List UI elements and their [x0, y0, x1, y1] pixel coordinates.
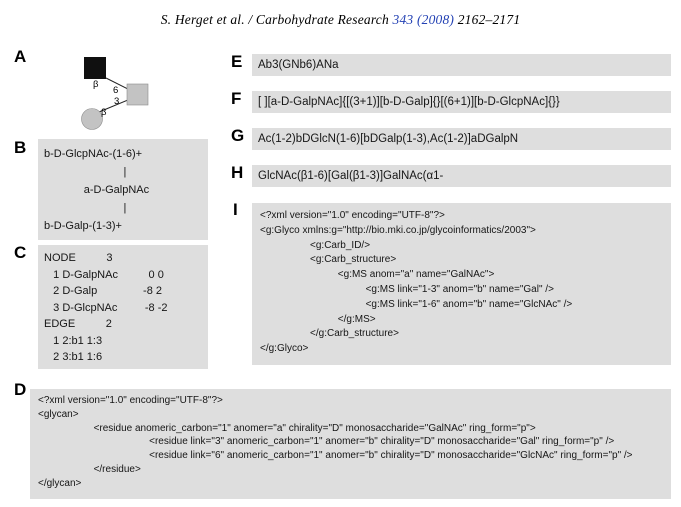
anomer-beta-upper-label: β [93, 79, 99, 90]
panel-h-label: H [231, 163, 244, 182]
linkage-position-3-label: 3 [114, 96, 119, 107]
panel-e-label: E [231, 52, 243, 71]
citation-volume-year-link[interactable]: 343 (2008) [392, 12, 455, 27]
panel-g-bar: Ac(1-2)bDGlcN(1-6)[bDGalp(1-3),Ac(1-2)]a… [252, 128, 671, 150]
anomer-beta-lower-label: β [101, 107, 107, 118]
glycan-symbol-diagram: β 6 3 β [81, 57, 149, 130]
panel-i-xml-box: <?xml version="1.0" encoding="UTF-8"?> <… [252, 203, 671, 365]
panel-f-label: F [231, 89, 242, 108]
black-square-icon [84, 57, 106, 79]
panel-h-bar: GlcNAc(β1-6)[Gal(β1-3)]GalNAc(α1- [252, 165, 671, 187]
panel-f-bar: [ ][a-D-GalpNAc]{[(3+1)][b-D-Galp]{}[(6+… [252, 91, 671, 113]
panel-g-label: G [231, 126, 245, 145]
panel-d-xml-box: <?xml version="1.0" encoding="UTF-8"?> <… [30, 389, 671, 499]
panel-c-text-box: NODE 3 1 D-GalpNAc 0 0 2 D-Galp -8 2 3 D… [38, 245, 208, 369]
citation-pages: 2162–2171 [454, 12, 521, 27]
citation-authors-journal: S. Herget et al. / Carbohydrate Research [160, 12, 393, 27]
gray-square-icon [126, 83, 149, 106]
panel-b-text-box: b-D-GlcpNAc-(1-6)+ | a-D-GalpNAc | b-D-G… [38, 139, 208, 240]
panel-e-bar: Ab3(GNb6)ANa [252, 54, 671, 76]
panel-b-label: B [14, 138, 27, 157]
linkage-line-upper [105, 77, 129, 90]
panel-i-label: I [233, 200, 238, 219]
linkage-line-lower [98, 99, 129, 113]
gray-circle-icon [81, 108, 103, 130]
panel-a-label: A [14, 47, 27, 66]
linkage-position-6-label: 6 [113, 85, 118, 96]
panel-d-label: D [14, 380, 27, 399]
journal-running-head: S. Herget et al. / Carbohydrate Research… [0, 12, 681, 28]
panel-c-label: C [14, 243, 27, 262]
